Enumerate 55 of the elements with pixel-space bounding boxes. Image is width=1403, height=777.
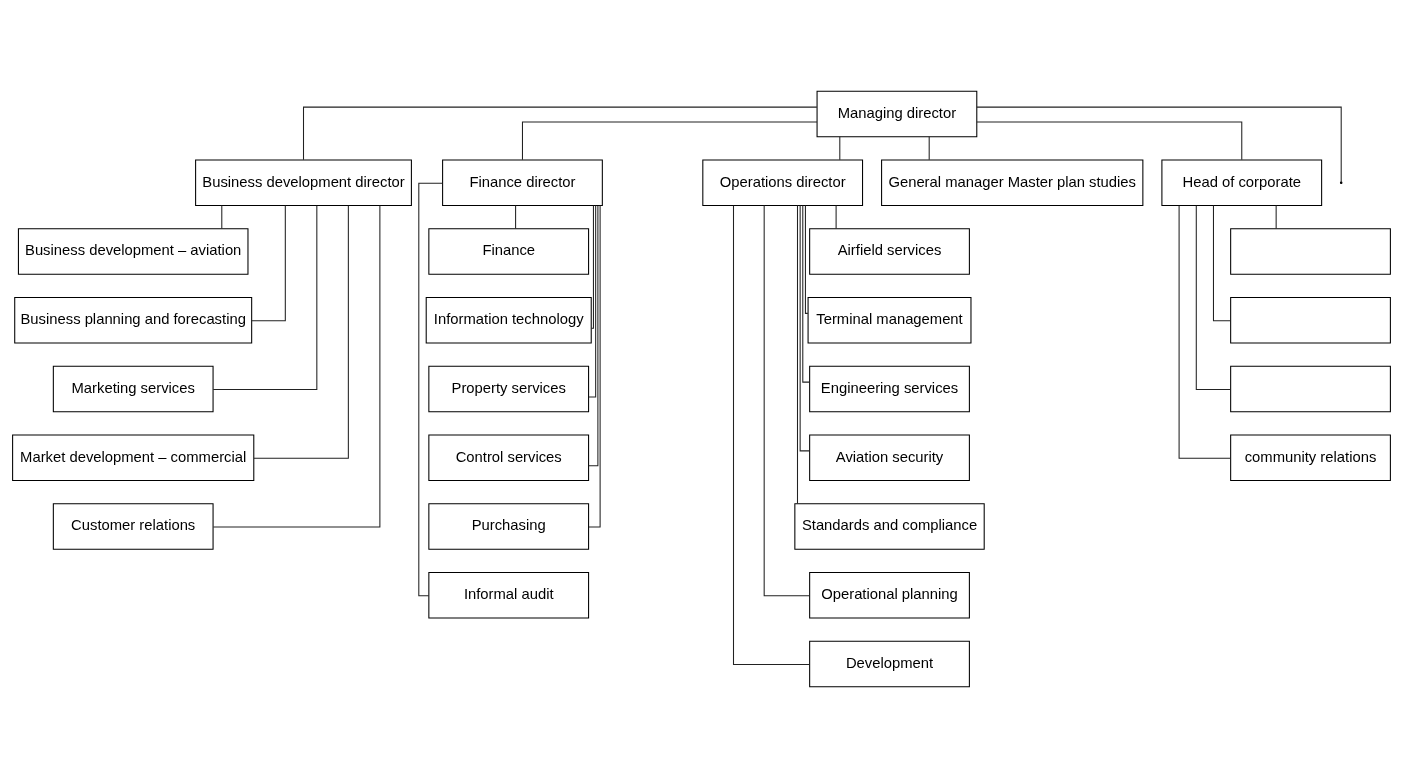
node-box [1230, 365, 1391, 412]
node-box: Information technology [425, 296, 592, 343]
connector [1178, 204, 1231, 459]
node-box: Managing director [816, 90, 978, 137]
connector [212, 204, 381, 528]
connector [802, 204, 811, 383]
node-box: Control services [428, 434, 590, 481]
node-box: Airfield services [809, 227, 970, 275]
connector [303, 106, 818, 160]
connector [251, 204, 286, 321]
connector [796, 204, 798, 504]
node-box: Business development – aviation [17, 227, 249, 275]
node-box: Business planning and forecasting [14, 296, 253, 343]
connector [588, 204, 601, 528]
node-box: Development [809, 640, 970, 687]
node-box: Marketing services [52, 365, 214, 412]
connector [1275, 204, 1277, 229]
node-box: Operations director [702, 158, 864, 206]
connector [732, 204, 810, 665]
node-box: General manager Master plan studies [881, 158, 1144, 206]
connector [515, 204, 517, 229]
node-box: Customer relations [52, 502, 214, 550]
node-box: community relations [1230, 434, 1391, 481]
node-box: Operational planning [809, 571, 970, 619]
connector [253, 204, 349, 459]
connector [839, 135, 841, 160]
connector [590, 204, 594, 329]
node-box: Standards and compliance [794, 502, 985, 550]
node-box: Finance [428, 227, 590, 275]
node-box: Engineering services [809, 365, 970, 412]
connector [976, 120, 1243, 160]
node-box [1230, 227, 1391, 275]
connector [799, 204, 810, 451]
node-box: Head of corporate [1161, 158, 1323, 206]
connector [418, 182, 443, 596]
connector [835, 204, 837, 229]
node-box: Property services [428, 365, 590, 412]
connector [521, 120, 818, 160]
node-box: Aviation security [809, 434, 970, 481]
connector [588, 204, 597, 397]
connector [1195, 204, 1232, 390]
connector [588, 204, 599, 466]
connector [221, 204, 223, 229]
node-box [1230, 296, 1391, 343]
node-box: Market development – commercial [12, 434, 255, 481]
node-box: Terminal management [807, 296, 972, 343]
connector [976, 106, 1342, 182]
node-box: Informal audit [428, 571, 590, 619]
connector [804, 204, 809, 314]
connector [928, 135, 930, 160]
node-box: Finance director [442, 158, 603, 206]
connector [212, 204, 318, 390]
connector [763, 204, 810, 596]
node-box: Business development director [195, 158, 412, 206]
node-box: Purchasing [428, 502, 590, 550]
